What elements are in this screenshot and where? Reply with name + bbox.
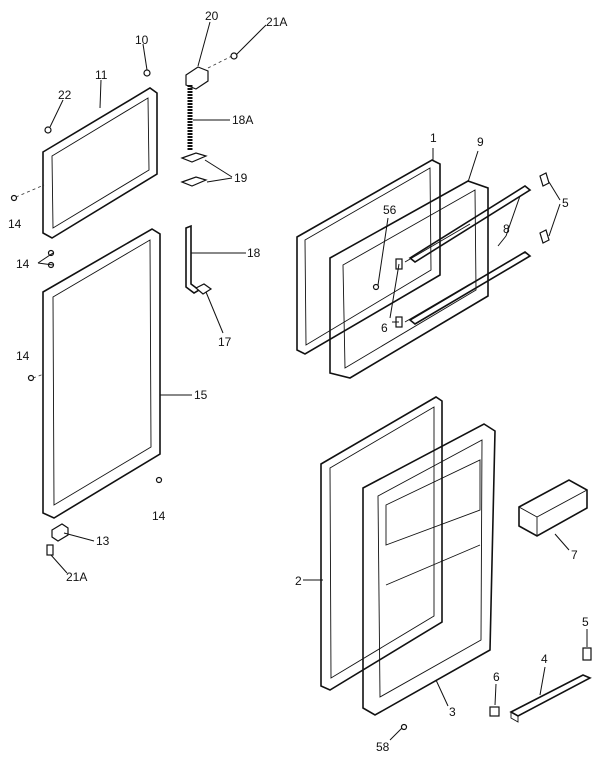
- shelf-end-6-bottom: [489, 706, 500, 717]
- fresh-food-door-gasket-15: [42, 228, 161, 519]
- door-shelves-8: [408, 185, 532, 325]
- label-part-21a-bottom: 21A: [66, 570, 87, 584]
- label-part-6-top: 6: [381, 321, 388, 335]
- hinge-top-20: [185, 55, 233, 90]
- label-part-7: 7: [571, 548, 578, 562]
- label-part-3: 3: [449, 705, 456, 719]
- label-part-10: 10: [135, 33, 149, 47]
- shelf-ends-5-top: [539, 172, 550, 244]
- label-part-14-side: 14: [16, 349, 30, 363]
- screw-10: [143, 69, 151, 77]
- fresh-food-door-gasket-2: [320, 396, 443, 691]
- fresh-food-door-liner-3: [362, 423, 496, 716]
- label-part-56: 56: [383, 203, 397, 217]
- label-part-4: 4: [541, 652, 548, 666]
- hinge-parts-19: [180, 152, 208, 187]
- label-part-1: 1: [430, 131, 437, 145]
- screw-21a-bottom: [46, 544, 54, 556]
- freezer-door-gasket-11: [42, 87, 158, 239]
- label-part-14-pair: 14: [16, 257, 30, 271]
- screw-14-upper: [10, 184, 45, 202]
- label-part-20: 20: [205, 9, 219, 23]
- label-part-15: 15: [194, 388, 208, 402]
- label-part-5-top: 5: [562, 196, 569, 210]
- hinge-17: [194, 283, 213, 295]
- shelf-4: [509, 674, 592, 723]
- screw-14-bottom: [155, 476, 163, 484]
- label-part-18a: 18A: [232, 113, 253, 127]
- leader-lines: [37, 21, 588, 741]
- label-part-2: 2: [295, 574, 302, 588]
- label-part-18: 18: [247, 246, 261, 260]
- label-part-6-bottom: 6: [493, 670, 500, 684]
- label-part-14-bottom: 14: [152, 509, 166, 523]
- shelf-end-5-bottom: [582, 647, 592, 661]
- screw-22: [44, 126, 52, 134]
- label-part-11: 11: [95, 68, 108, 82]
- label-part-22: 22: [58, 88, 72, 102]
- label-part-5-bottom: 5: [582, 615, 589, 629]
- freezer-door-liner-9: [329, 180, 489, 379]
- label-part-8: 8: [503, 222, 510, 236]
- screw-58: [400, 723, 408, 731]
- label-part-21a-top: 21A: [266, 15, 287, 29]
- dairy-door-7: [518, 479, 588, 537]
- freezer-door-gasket-1: [296, 159, 441, 355]
- label-part-9: 9: [477, 135, 484, 149]
- hinge-bracket-18: [185, 224, 201, 294]
- label-part-58: 58: [376, 740, 390, 754]
- label-part-14-upper: 14: [8, 217, 22, 231]
- label-part-17: 17: [218, 335, 232, 349]
- screw-56: [372, 283, 380, 291]
- screw-14-side: [27, 373, 45, 382]
- screw-21a-top: [230, 52, 238, 60]
- label-part-19: 19: [234, 171, 248, 185]
- label-part-13: 13: [96, 534, 110, 548]
- hinge-13: [51, 523, 69, 542]
